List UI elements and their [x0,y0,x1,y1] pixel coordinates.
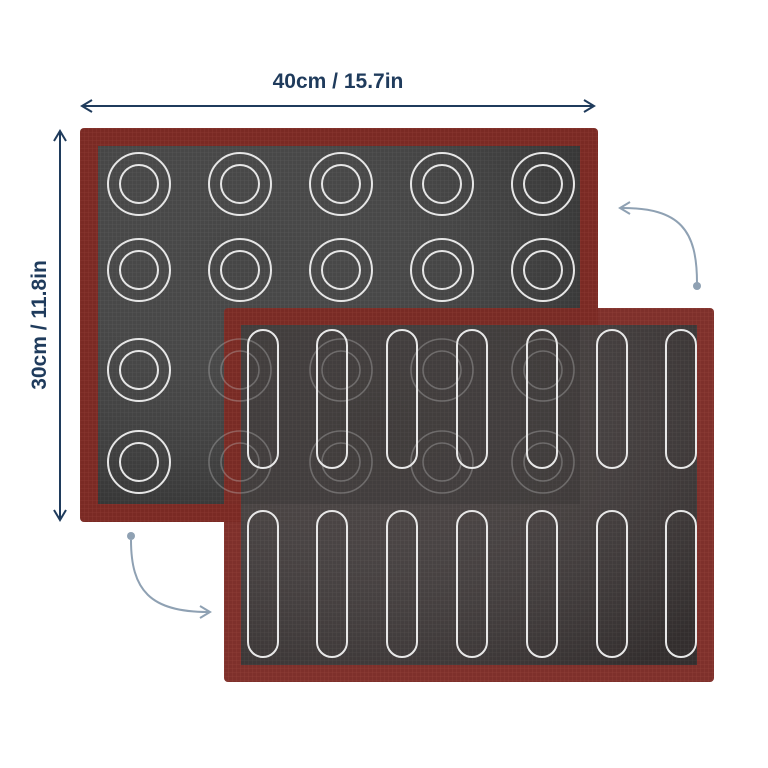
macaron-circle-guide [523,442,563,482]
macaron-circle-guide [321,442,361,482]
eclair-oval-guide [386,329,418,469]
eclair-oval-guide [665,510,697,658]
macaron-circle-guide [410,338,474,402]
macaron-circle-guide [220,442,260,482]
macaron-circle-guide [410,430,474,494]
curved-arrow-icon [127,532,212,619]
macaron-circle-guide [119,350,159,390]
macaron-circle-guide [321,350,361,390]
macaron-circle-guide [309,338,373,402]
macaron-circle-guide [523,350,563,390]
macaron-circle-guide [523,250,563,290]
width-dimension-label: 40cm / 15.7in [272,70,404,93]
macaron-circle-guide [107,152,171,216]
eclair-oval-guide [386,510,418,658]
macaron-circle-guide [410,238,474,302]
macaron-circle-guide [309,152,373,216]
macaron-circle-guide [208,338,272,402]
eclair-oval-guide [247,510,279,658]
macaron-circle-guide [107,430,171,494]
macaron-circle-guide [208,430,272,494]
macaron-circle-guide [422,250,462,290]
macaron-circle-guide [422,164,462,204]
eclair-oval-guide [456,510,488,658]
macaron-circle-guide [220,250,260,290]
macaron-circle-guide [220,350,260,390]
macaron-circle-guide [309,430,373,494]
macaron-circle-guide [410,152,474,216]
eclair-oval-guide [316,510,348,658]
macaron-circle-guide [321,164,361,204]
eclair-oval-guide [526,510,558,658]
macaron-circle-guide [208,238,272,302]
macaron-circle-guide [220,164,260,204]
macaron-circle-guide [107,238,171,302]
macaron-circle-guide [511,430,575,494]
macaron-circle-guide [309,238,373,302]
eclair-oval-guide [316,329,348,469]
macaron-circle-guide [511,338,575,402]
width-dimension-arrow [80,99,596,113]
height-dimension-arrow [53,129,67,522]
macaron-circle-guide [119,442,159,482]
macaron-circle-guide [511,152,575,216]
macaron-circle-guide [119,250,159,290]
eclair-oval-guide [526,329,558,469]
macaron-circle-guide [523,164,563,204]
eclair-oval-guide [665,329,697,469]
eclair-oval-guide [247,329,279,469]
macaron-circle-guide [422,350,462,390]
macaron-circle-guide [321,250,361,290]
curved-arrow-icon [618,201,701,290]
macaron-circle-guide [208,152,272,216]
macaron-circle-guide [119,164,159,204]
macaron-circle-guide [107,338,171,402]
macaron-circle-guide [511,238,575,302]
eclair-oval-guide [596,329,628,469]
eclair-oval-guide [596,510,628,658]
eclair-oval-guide [456,329,488,469]
height-dimension-label: 30cm / 11.8in [28,260,51,390]
front-mat-ovals [208,308,714,682]
